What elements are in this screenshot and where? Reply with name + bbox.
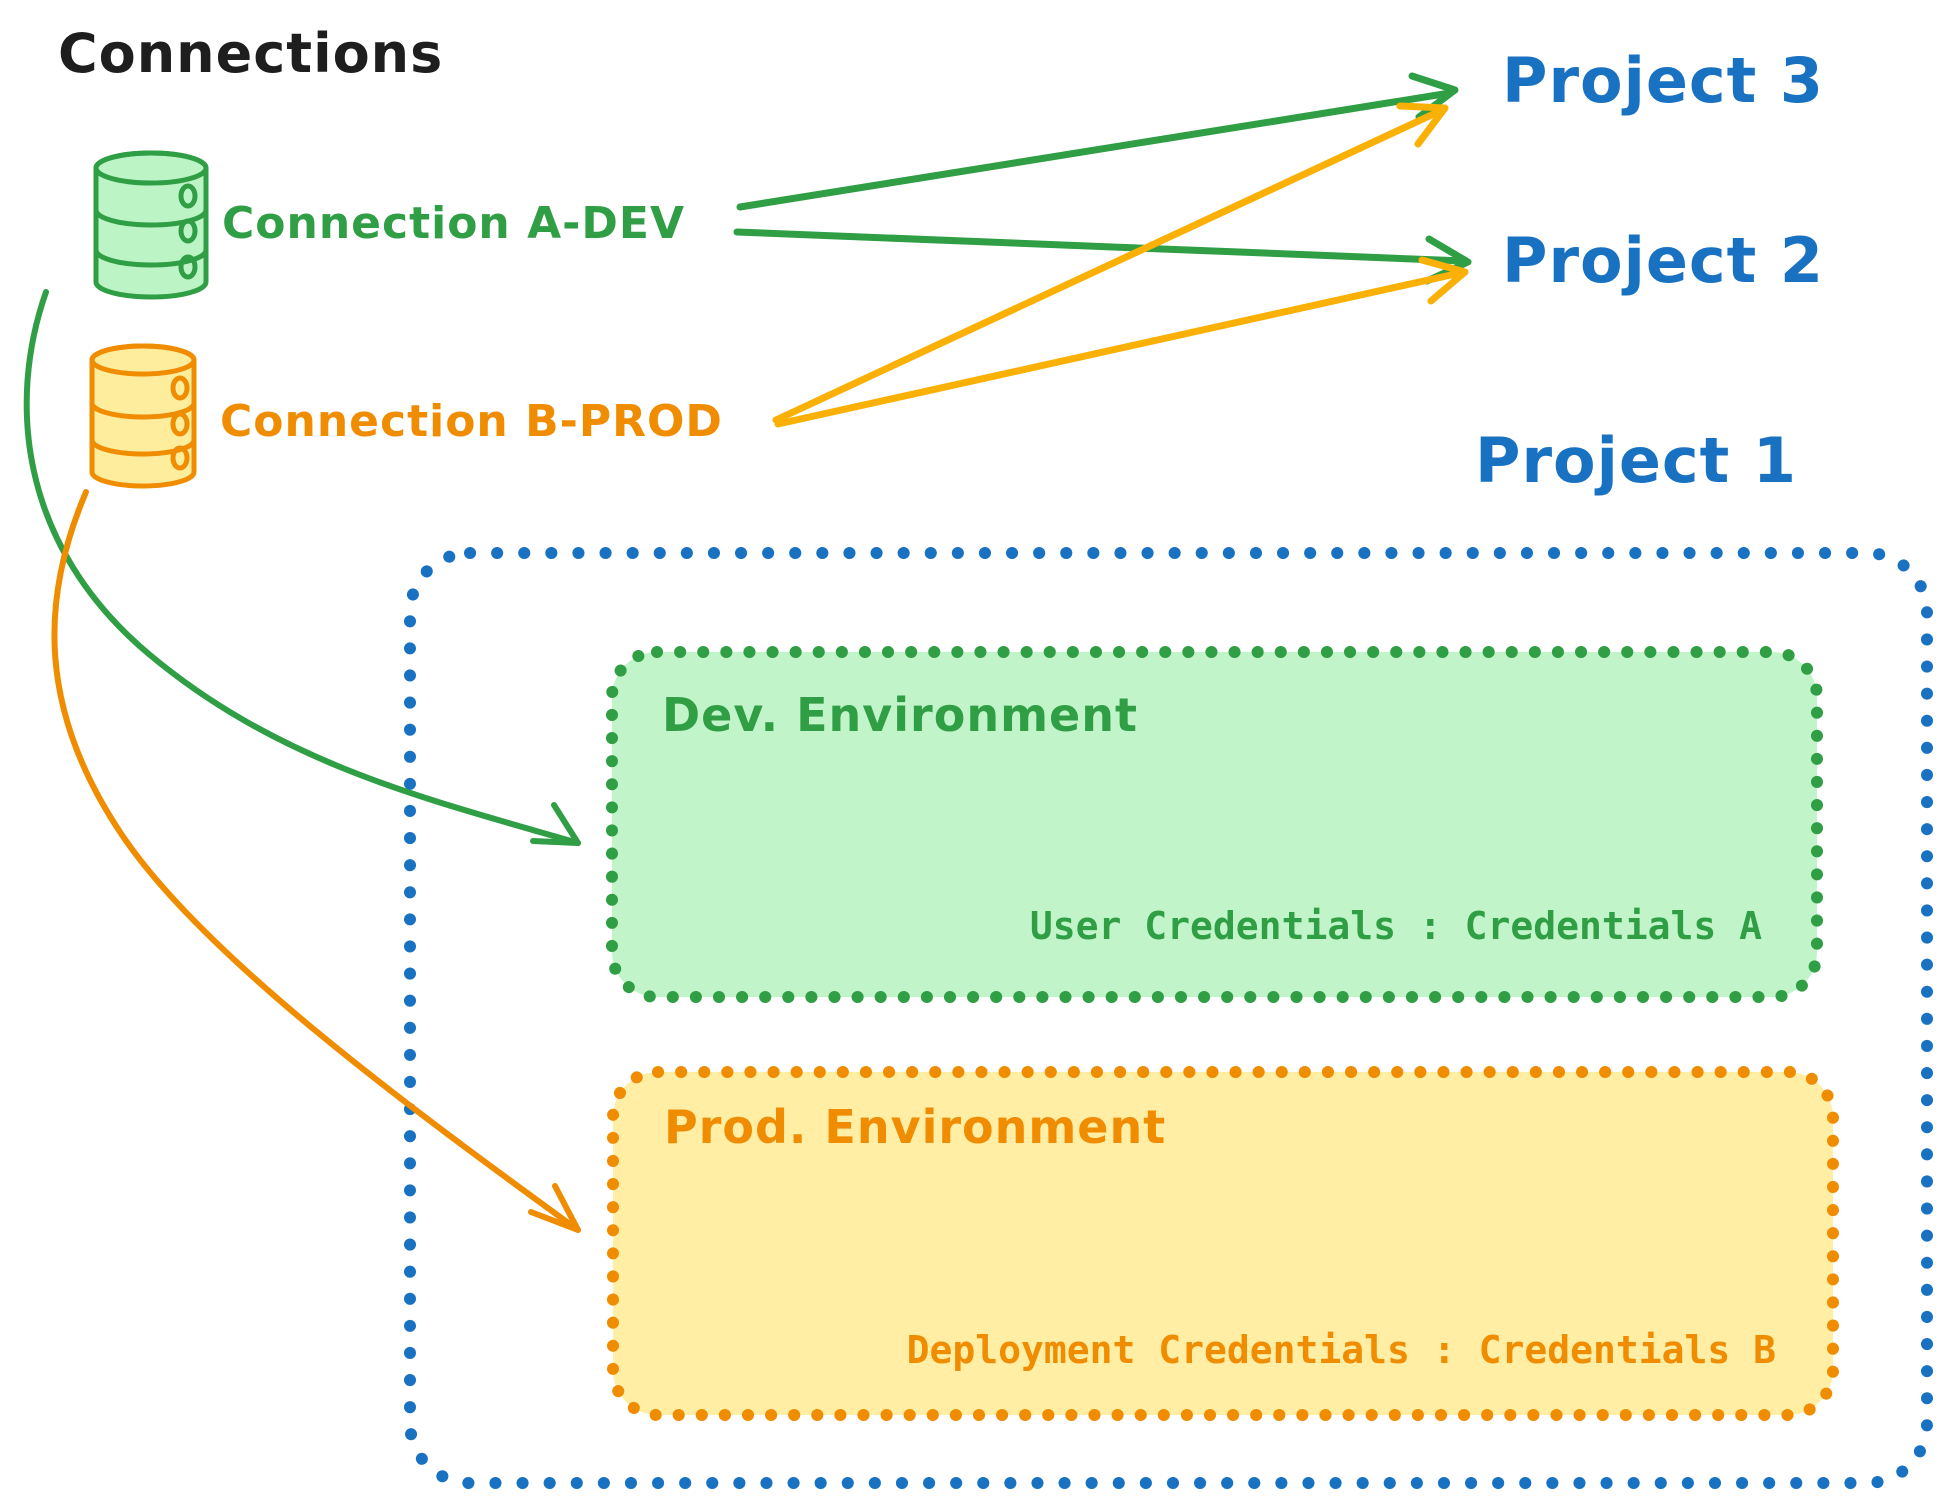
database-icon-a-dev [93,150,209,300]
arrow-a-dev-to-project-3 [736,72,1459,211]
arrow-a-dev-to-project-2 [733,228,1472,285]
connection-b-prod-label: Connection B-PROD [220,396,723,447]
arrow-b-prod-to-project-2 [774,256,1469,428]
prod-environment-box [607,1066,1839,1421]
diagram-title: Connections [58,22,444,85]
dev-environment-box [606,646,1823,1003]
prod-environment-title: Prod. Environment [664,1100,1167,1154]
project-3-label: Project 3 [1502,44,1825,117]
project-1-container-box [404,547,1933,1489]
arrow-b-prod-to-project-3 [772,102,1449,424]
prod-environment-credentials: Deployment Credentials : Credentials B [906,1328,1776,1372]
connection-a-dev-label: Connection A-DEV [222,198,686,249]
arrow-b-prod-to-prod-environment [51,489,581,1233]
database-icon-b-prod [89,343,197,489]
project-2-label: Project 2 [1502,224,1825,297]
dev-environment-credentials: User Credentials : Credentials A [1029,904,1762,948]
project-1-label: Project 1 [1475,424,1798,497]
dev-environment-title: Dev. Environment [662,688,1138,742]
arrow-a-dev-to-dev-environment [23,289,581,846]
